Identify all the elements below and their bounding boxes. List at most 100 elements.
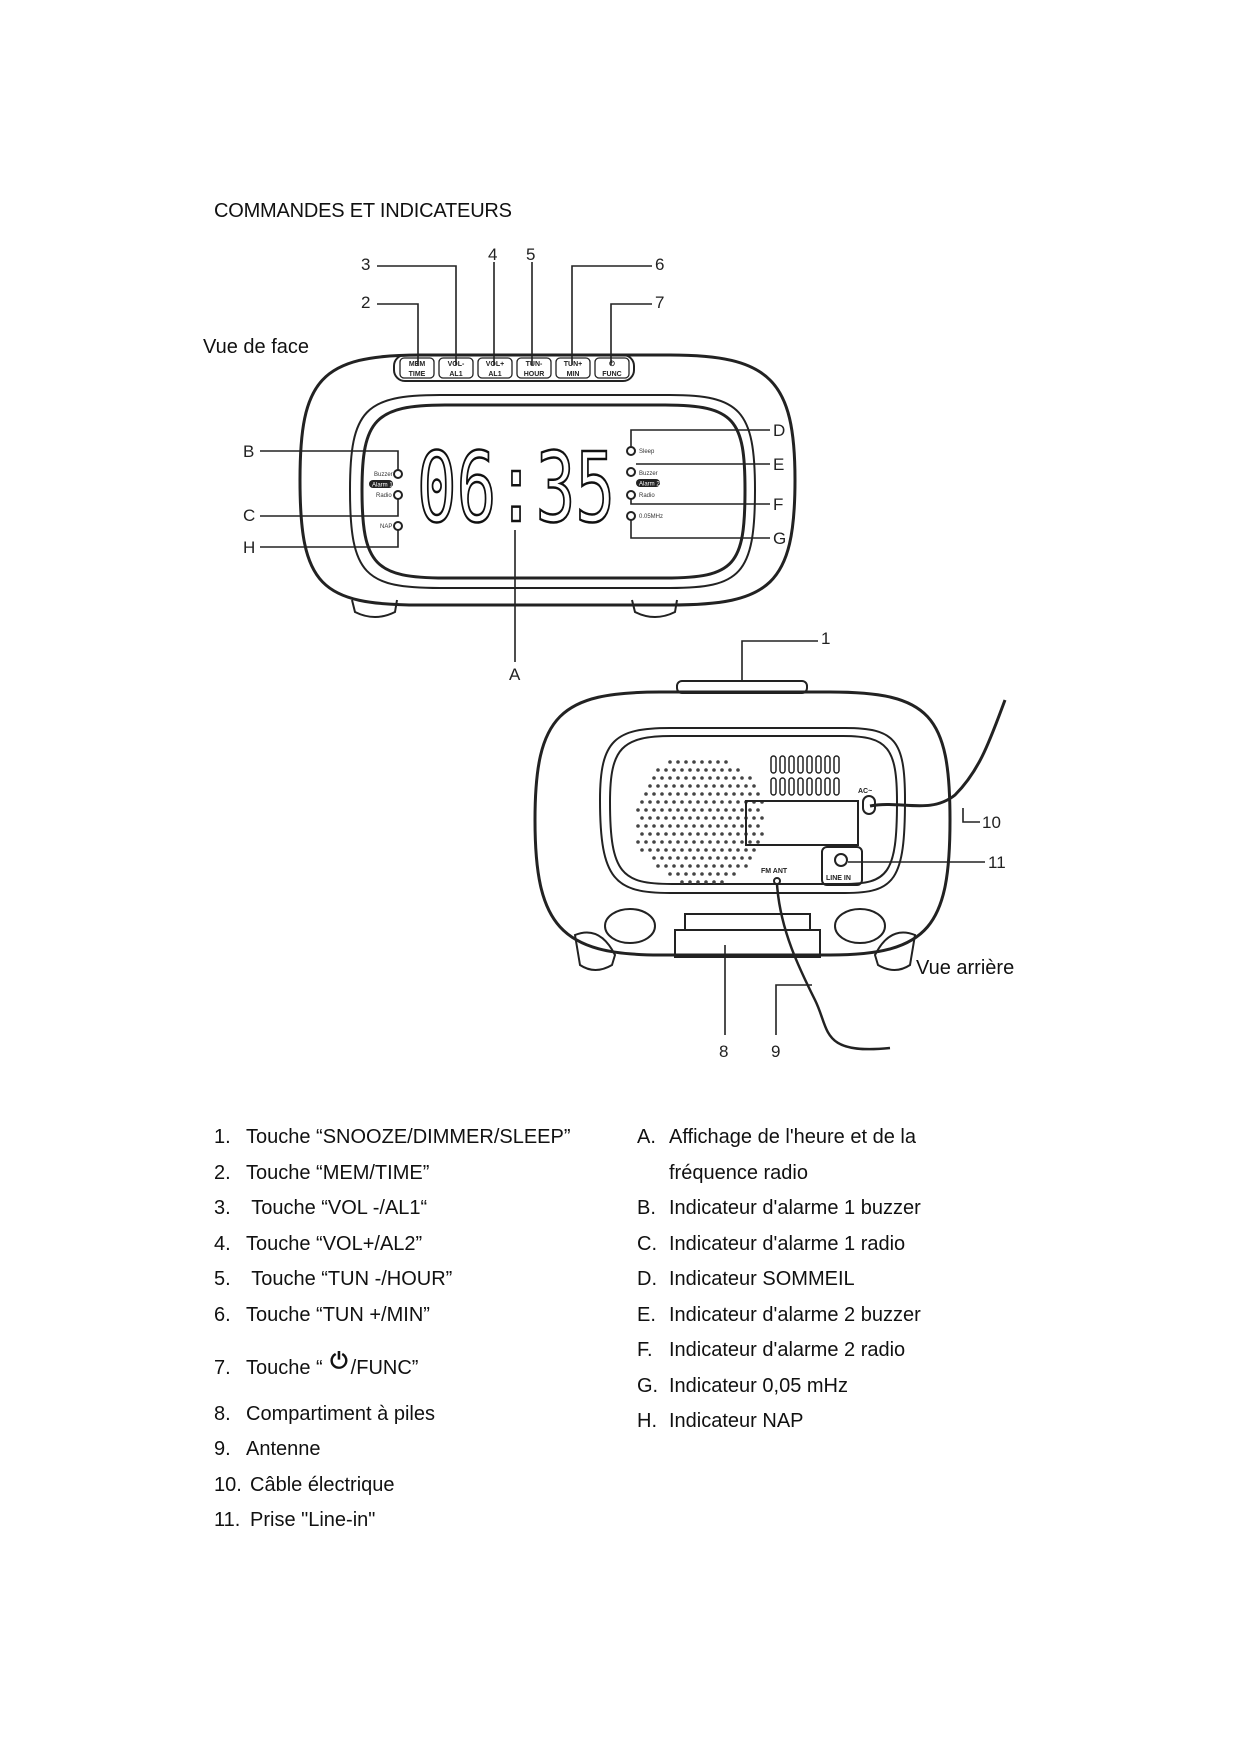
- speaker-hole: [648, 784, 652, 788]
- front-button[interactable]: [477, 357, 513, 379]
- front-button[interactable]: [555, 357, 591, 379]
- speaker-hole: [756, 824, 760, 828]
- list-item: F. Indicateur d'alarme 2 radio: [637, 1333, 921, 1369]
- speaker-hole: [720, 880, 724, 884]
- line-in-jack[interactable]: [834, 853, 848, 867]
- speaker-hole: [712, 800, 716, 804]
- vent-slot: [779, 777, 786, 796]
- speaker-hole: [700, 872, 704, 876]
- item-text: /FUNC”: [350, 1357, 419, 1379]
- speaker-hole: [688, 848, 692, 852]
- speaker-hole: [696, 832, 700, 836]
- speaker-hole: [744, 784, 748, 788]
- list-item: 7.Touche “ ⏻/FUNC”: [214, 1348, 571, 1387]
- item-text: Touche “VOL+/AL2”: [246, 1232, 423, 1255]
- speaker-hole: [656, 848, 660, 852]
- item-text: Touche “VOL -/AL1“: [246, 1197, 428, 1219]
- speaker-hole: [752, 784, 756, 788]
- speaker-hole: [700, 824, 704, 828]
- speaker-hole: [680, 816, 684, 820]
- indicator-led-freq: [626, 511, 636, 521]
- item-letter: H.: [637, 1410, 657, 1432]
- callout-label-9: 9: [771, 1042, 780, 1061]
- item-text: Touche “SNOOZE/DIMMER/SLEEP”: [246, 1126, 571, 1148]
- speaker-hole: [736, 784, 740, 788]
- speaker-hole: [672, 784, 676, 788]
- speaker-hole: [724, 840, 728, 844]
- callout-label-2: 2: [361, 293, 370, 312]
- indicator-label-sleep: Sleep: [639, 449, 655, 455]
- front-button[interactable]: [594, 357, 630, 379]
- front-button[interactable]: [516, 357, 552, 379]
- speaker-hole: [676, 792, 680, 796]
- button-label-top: TUN+: [564, 361, 582, 368]
- speaker-hole: [716, 824, 720, 828]
- line-in-label: LINE IN: [826, 875, 851, 882]
- indicator-label-alarm1-buzzer: Buzzer: [374, 472, 393, 478]
- speaker-hole: [720, 768, 724, 772]
- indicator-label-alarm2-buzzer: Buzzer: [639, 471, 658, 477]
- speaker-hole: [696, 784, 700, 788]
- speaker-hole: [696, 880, 700, 884]
- speaker-hole: [664, 800, 668, 804]
- speaker-hole: [744, 848, 748, 852]
- speaker-hole: [660, 824, 664, 828]
- item-text: Indicateur 0,05 mHz: [669, 1374, 848, 1397]
- list-item: 4.Touche “VOL+/AL2”: [214, 1227, 571, 1263]
- speaker-hole: [672, 768, 676, 772]
- front-bezel: [348, 394, 757, 589]
- speaker-hole: [700, 760, 704, 764]
- callout-label-4: 4: [488, 245, 497, 264]
- item-text: Câble électrique: [250, 1473, 395, 1496]
- speaker-hole: [744, 864, 748, 868]
- item-text: Antenne: [246, 1438, 321, 1460]
- callout-label-C: C: [243, 506, 255, 525]
- clock-display-time: 06:35: [417, 432, 615, 544]
- speaker-hole: [668, 776, 672, 780]
- speaker-hole: [684, 872, 688, 876]
- vent-slot: [815, 755, 822, 774]
- speaker-hole: [692, 840, 696, 844]
- front-display-window: [360, 403, 747, 580]
- vent-slot: [788, 755, 795, 774]
- front-button[interactable]: [399, 357, 435, 379]
- speaker-hole: [684, 824, 688, 828]
- speaker-hole: [716, 792, 720, 796]
- indicator-label-freq: 0.05MHz: [639, 514, 663, 520]
- item-number: 6.: [214, 1303, 231, 1326]
- speaker-hole: [664, 816, 668, 820]
- speaker-hole: [684, 808, 688, 812]
- speaker-hole: [760, 816, 764, 820]
- speaker-hole: [660, 808, 664, 812]
- speaker-hole: [708, 760, 712, 764]
- item-text: Indicateur d'alarme 2 radio: [669, 1339, 906, 1361]
- item-number: 3.: [214, 1197, 231, 1219]
- line-in-socket-box[interactable]: [821, 846, 863, 886]
- speaker-hole: [712, 880, 716, 884]
- speaker-hole: [644, 824, 648, 828]
- speaker-hole: [692, 872, 696, 876]
- speaker-hole: [672, 848, 676, 852]
- speaker-hole: [696, 816, 700, 820]
- callout-label-1: 1: [821, 629, 830, 648]
- rear-clock-body: [533, 690, 952, 957]
- item-text: Indicateur d'alarme 1 buzzer: [669, 1197, 921, 1219]
- speaker-hole: [756, 792, 760, 796]
- item-letter: F.: [637, 1339, 653, 1361]
- speaker-hole: [668, 760, 672, 764]
- list-item: 3. Touche “VOL -/AL1“: [214, 1191, 571, 1227]
- indicator-led-alarm2-radio: [626, 490, 636, 500]
- speaker-hole: [668, 808, 672, 812]
- speaker-hole: [664, 784, 668, 788]
- speaker-hole: [728, 816, 732, 820]
- rear-feet: [573, 908, 917, 971]
- speaker-hole: [720, 816, 724, 820]
- speaker-hole: [680, 880, 684, 884]
- callout-label-10: 10: [982, 813, 1001, 832]
- button-label-bottom: MIN: [567, 371, 580, 378]
- ac-jack-label: AC~: [858, 788, 872, 795]
- alarm2-badge-label: Alarm 2: [639, 482, 660, 488]
- speaker-hole: [708, 792, 712, 796]
- item-number: 8.: [214, 1402, 231, 1425]
- list-item: 1.Touche “SNOOZE/DIMMER/SLEEP”: [214, 1120, 571, 1156]
